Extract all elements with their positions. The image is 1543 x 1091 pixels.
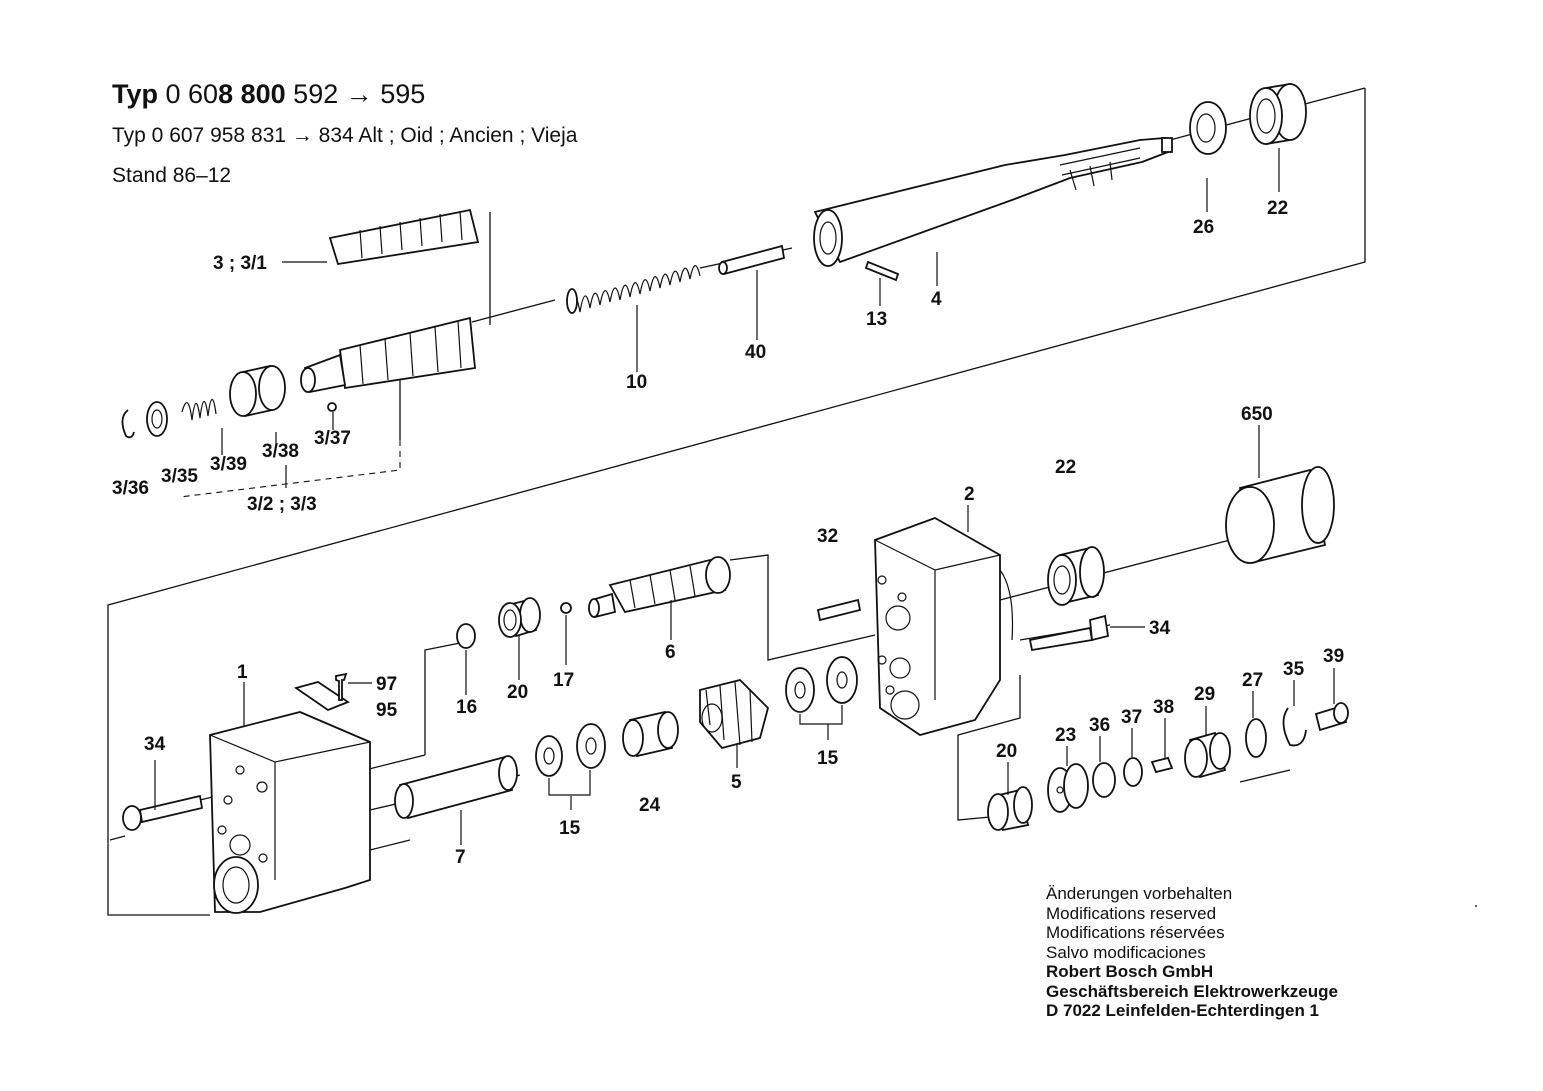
revision-stand: Stand 86–12 [112, 164, 232, 187]
label-34-right: 34 [1149, 618, 1171, 639]
footer-notice: Änderungen vorbehalten Modifications res… [1046, 884, 1338, 1021]
label-4: 4 [931, 289, 942, 310]
part-36-washer [1092, 762, 1116, 798]
label-95: 95 [376, 700, 398, 721]
label-3-35: 3/35 [161, 466, 198, 487]
part-6-shaft [588, 556, 731, 619]
label-2: 2 [964, 484, 975, 505]
footer-line-de: Änderungen vorbehalten [1046, 884, 1233, 903]
old-type-number: Typ 0 607 958 831 → 834 Alt ; Oid ; Anci… [112, 124, 578, 147]
footer-line-en: Modifications reserved [1046, 903, 1217, 923]
label-3-37: 3/37 [314, 428, 351, 449]
label-3-39: 3/39 [210, 454, 247, 475]
label-37: 37 [1121, 707, 1142, 728]
label-97: 97 [376, 674, 397, 695]
part-35-clip [1282, 707, 1307, 747]
label-20-right: 20 [996, 741, 1017, 762]
label-24: 24 [639, 795, 661, 816]
part-15-washers-right [785, 656, 858, 713]
label-1: 1 [237, 662, 248, 683]
part-22-bushing-mid [1047, 546, 1105, 606]
part-29-nut [1184, 731, 1231, 779]
label-34-left: 34 [144, 734, 166, 755]
part-3-shaft-top [328, 208, 480, 266]
label-3-2-3-3: 3/2 ; 3/3 [247, 494, 317, 515]
part-650-cover [1225, 466, 1335, 564]
part-26-ring [1189, 101, 1227, 155]
part-32-pin [816, 598, 862, 622]
part-4-spindle [813, 137, 1173, 267]
part-3-39-sleeve [229, 364, 286, 418]
label-3-36: 3/36 [112, 478, 149, 499]
label-40: 40 [745, 342, 766, 363]
part-24-needle-bearing [622, 710, 679, 758]
label-20-left: 20 [507, 682, 528, 703]
part-16-plug [456, 623, 476, 649]
label-26: 26 [1193, 217, 1214, 238]
part-17-ball [560, 602, 572, 614]
page-header: Typ 0 608 800 592 → 595 Typ 0 607 958 83… [112, 78, 577, 189]
label-7: 7 [455, 847, 466, 868]
part-15-washers-left [535, 723, 606, 777]
part-5-gear [699, 679, 770, 750]
part-40-pin [718, 244, 786, 276]
type-number-title: Typ 0 608 800 592 → 595 [112, 79, 426, 109]
part-95-plate [293, 681, 350, 712]
part-23-disc [1047, 763, 1089, 813]
label-38: 38 [1153, 697, 1174, 718]
part-13-pin [864, 260, 900, 282]
part-3-shaft-lower [300, 316, 476, 394]
label-5: 5 [731, 772, 742, 793]
part-20-bushing-right [987, 786, 1033, 832]
footer-address: D 7022 Leinfelden-Echterdingen 1 [1046, 1001, 1320, 1020]
label-22-mid: 22 [1055, 457, 1076, 478]
part-38-screw [1150, 756, 1174, 774]
part-97-screw [335, 672, 348, 701]
part-34-bolt-right [1028, 614, 1110, 652]
part-39-screw [1314, 702, 1349, 732]
label-23: 23 [1055, 725, 1076, 746]
label-6: 6 [665, 642, 676, 663]
label-650: 650 [1241, 404, 1273, 425]
part-3-37-ball [327, 402, 337, 412]
label-32: 32 [817, 526, 838, 547]
part-labels: 3 ; 3/1 10 40 13 4 26 22 3/36 3/35 3/39 … [112, 198, 1344, 868]
leader-lines [154, 148, 1335, 845]
footer-line-es: Salvo modificaciones [1046, 942, 1206, 962]
label-17: 17 [553, 670, 574, 691]
label-13: 13 [866, 309, 887, 330]
part-20-bushing-left [498, 597, 541, 638]
label-27: 27 [1242, 670, 1263, 691]
label-3-38: 3/38 [262, 441, 299, 462]
part-34-bolt-left [122, 794, 204, 831]
part-10-spring [566, 265, 701, 314]
part-3-36-washer [146, 401, 168, 437]
label-3-3-1: 3 ; 3/1 [213, 253, 267, 274]
part-3-35-spring [181, 398, 217, 421]
label-39: 39 [1323, 646, 1344, 667]
part-27-ring [1245, 718, 1267, 758]
label-15-left: 15 [559, 818, 581, 839]
label-15-right: 15 [817, 748, 839, 769]
label-22-top: 22 [1267, 198, 1288, 219]
part-2-housing [874, 517, 1014, 736]
label-16: 16 [456, 697, 477, 718]
part-37-ring [1123, 757, 1143, 787]
label-29: 29 [1194, 684, 1215, 705]
footer-division: Geschäftsbereich Elektrowerkzeuge [1046, 981, 1338, 1001]
label-36: 36 [1089, 715, 1110, 736]
part-22-bushing-top [1249, 82, 1307, 146]
footer-line-fr: Modifications réservées [1046, 923, 1225, 942]
label-10: 10 [626, 372, 647, 393]
part-3-36-ring [121, 409, 135, 439]
part-1-housing [209, 711, 371, 914]
footer-company: Robert Bosch GmbH [1046, 962, 1214, 981]
label-35: 35 [1283, 659, 1305, 680]
part-7-pin [394, 755, 518, 820]
